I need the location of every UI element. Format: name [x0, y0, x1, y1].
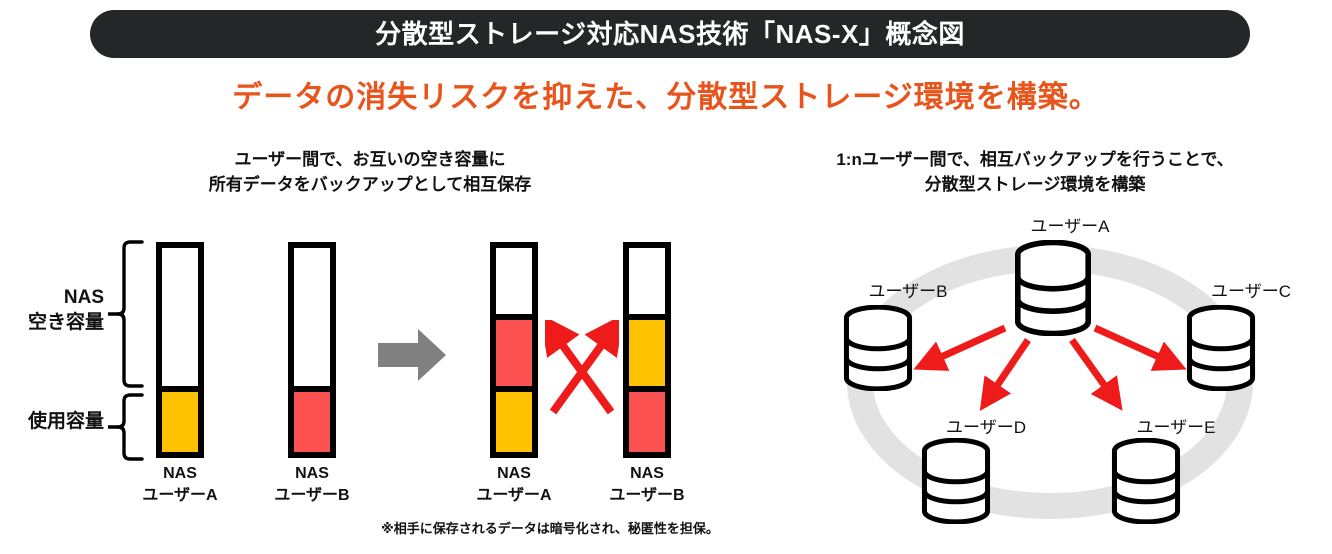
caption-after-user-a-line2: ユーザーA — [476, 486, 552, 504]
node-user-a-database-cylinder-icon[interactable] — [1018, 242, 1088, 333]
page-subtitle: データの消失リスクを抑えた、分散型ストレージ環境を構築。 — [232, 81, 1100, 114]
caption-after-user-a-line1: NAS — [497, 465, 531, 482]
cross-exchange-arrows-icon — [539, 313, 625, 415]
arrow-a-to-e-icon — [1069, 337, 1123, 411]
right-block-arrow-icon — [378, 329, 446, 381]
encryption-footnote: ※相手に保存されるデータは暗号化され、秘匿性を担保。 — [381, 521, 719, 536]
node-user-c-database-cylinder-icon[interactable] — [1189, 307, 1252, 389]
caption-after-user-b-line2: ユーザーB — [609, 486, 685, 504]
left-panel-heading: ユーザー間で、お互いの空き容量に 所有データをバックアップとして相互保存 — [105, 148, 635, 197]
caption-after-user-b-line1: NAS — [630, 465, 664, 482]
arrow-a-to-b-icon — [913, 324, 1007, 371]
brace-used-capacity-icon — [116, 393, 144, 461]
brace-free-capacity-icon — [116, 240, 144, 388]
caption-before-user-b: NAS ユーザーB — [247, 463, 377, 506]
capacity-braces — [106, 238, 152, 471]
segment-used-user-a-after — [496, 386, 532, 452]
arrow-a-to-d-icon — [979, 338, 1031, 412]
right-panel-heading-line1: 1:nユーザー間で、相互バックアップを行うことで、 — [836, 150, 1234, 169]
node-label-user-e: ユーザーE — [1136, 418, 1216, 437]
node-label-user-b: ユーザーB — [868, 282, 948, 301]
bar-before-user-b — [288, 242, 336, 458]
network-graphic — [800, 210, 1300, 540]
cross-exchange-arrows — [539, 313, 625, 425]
page-title-bar: 分散型ストレージ対応NAS技術「NAS-X」概念図 — [90, 10, 1250, 58]
node-label-user-c: ユーザーC — [1211, 282, 1291, 301]
node-user-e-database-cylinder-icon[interactable] — [1114, 440, 1177, 522]
left-panel-heading-line1: ユーザー間で、お互いの空き容量に — [234, 150, 506, 169]
arrow-a-to-c-icon — [1093, 324, 1187, 371]
page-title: 分散型ストレージ対応NAS技術「NAS-X」概念図 — [375, 19, 965, 49]
segment-backup-of-a-on-b — [629, 314, 665, 386]
segment-used-user-b — [294, 386, 330, 452]
caption-before-user-b-line1: NAS — [295, 465, 329, 482]
transform-arrow — [378, 327, 448, 388]
label-free-capacity-line2: 空き容量 — [27, 311, 104, 333]
bar-after-user-b — [623, 242, 671, 458]
right-panel-heading-line2: 分散型ストレージ環境を構築 — [924, 174, 1146, 194]
segment-used-user-a — [162, 386, 198, 452]
node-user-b-database-cylinder-icon[interactable] — [846, 307, 909, 389]
caption-before-user-b-line2: ユーザーB — [274, 486, 350, 504]
node-label-user-a: ユーザーA — [1030, 217, 1110, 236]
segment-backup-of-b-on-a — [496, 314, 532, 386]
caption-after-user-b: NAS ユーザーB — [582, 463, 712, 506]
label-used-capacity: 使用容量 — [27, 411, 104, 432]
caption-after-user-a: NAS ユーザーA — [449, 463, 579, 506]
bar-after-user-a — [490, 242, 538, 458]
left-panel-heading-line2: 所有データをバックアップとして相互保存 — [208, 174, 532, 194]
distributed-network-diagram — [800, 210, 1300, 545]
bar-before-user-a — [156, 242, 204, 458]
node-label-user-d: ユーザーD — [946, 418, 1026, 437]
brace-group-icon — [106, 240, 144, 461]
label-free-capacity-line1: NAS — [63, 287, 104, 308]
right-panel-heading: 1:nユーザー間で、相互バックアップを行うことで、 分散型ストレージ環境を構築 — [770, 148, 1300, 197]
caption-before-user-a-line2: ユーザーA — [142, 486, 218, 504]
segment-used-user-b-after — [629, 386, 665, 452]
caption-before-user-a-line1: NAS — [163, 465, 197, 482]
label-free-capacity: NAS 空き容量 — [8, 286, 104, 335]
caption-before-user-a: NAS ユーザーA — [115, 463, 245, 506]
node-user-d-database-cylinder-icon[interactable] — [924, 440, 987, 522]
